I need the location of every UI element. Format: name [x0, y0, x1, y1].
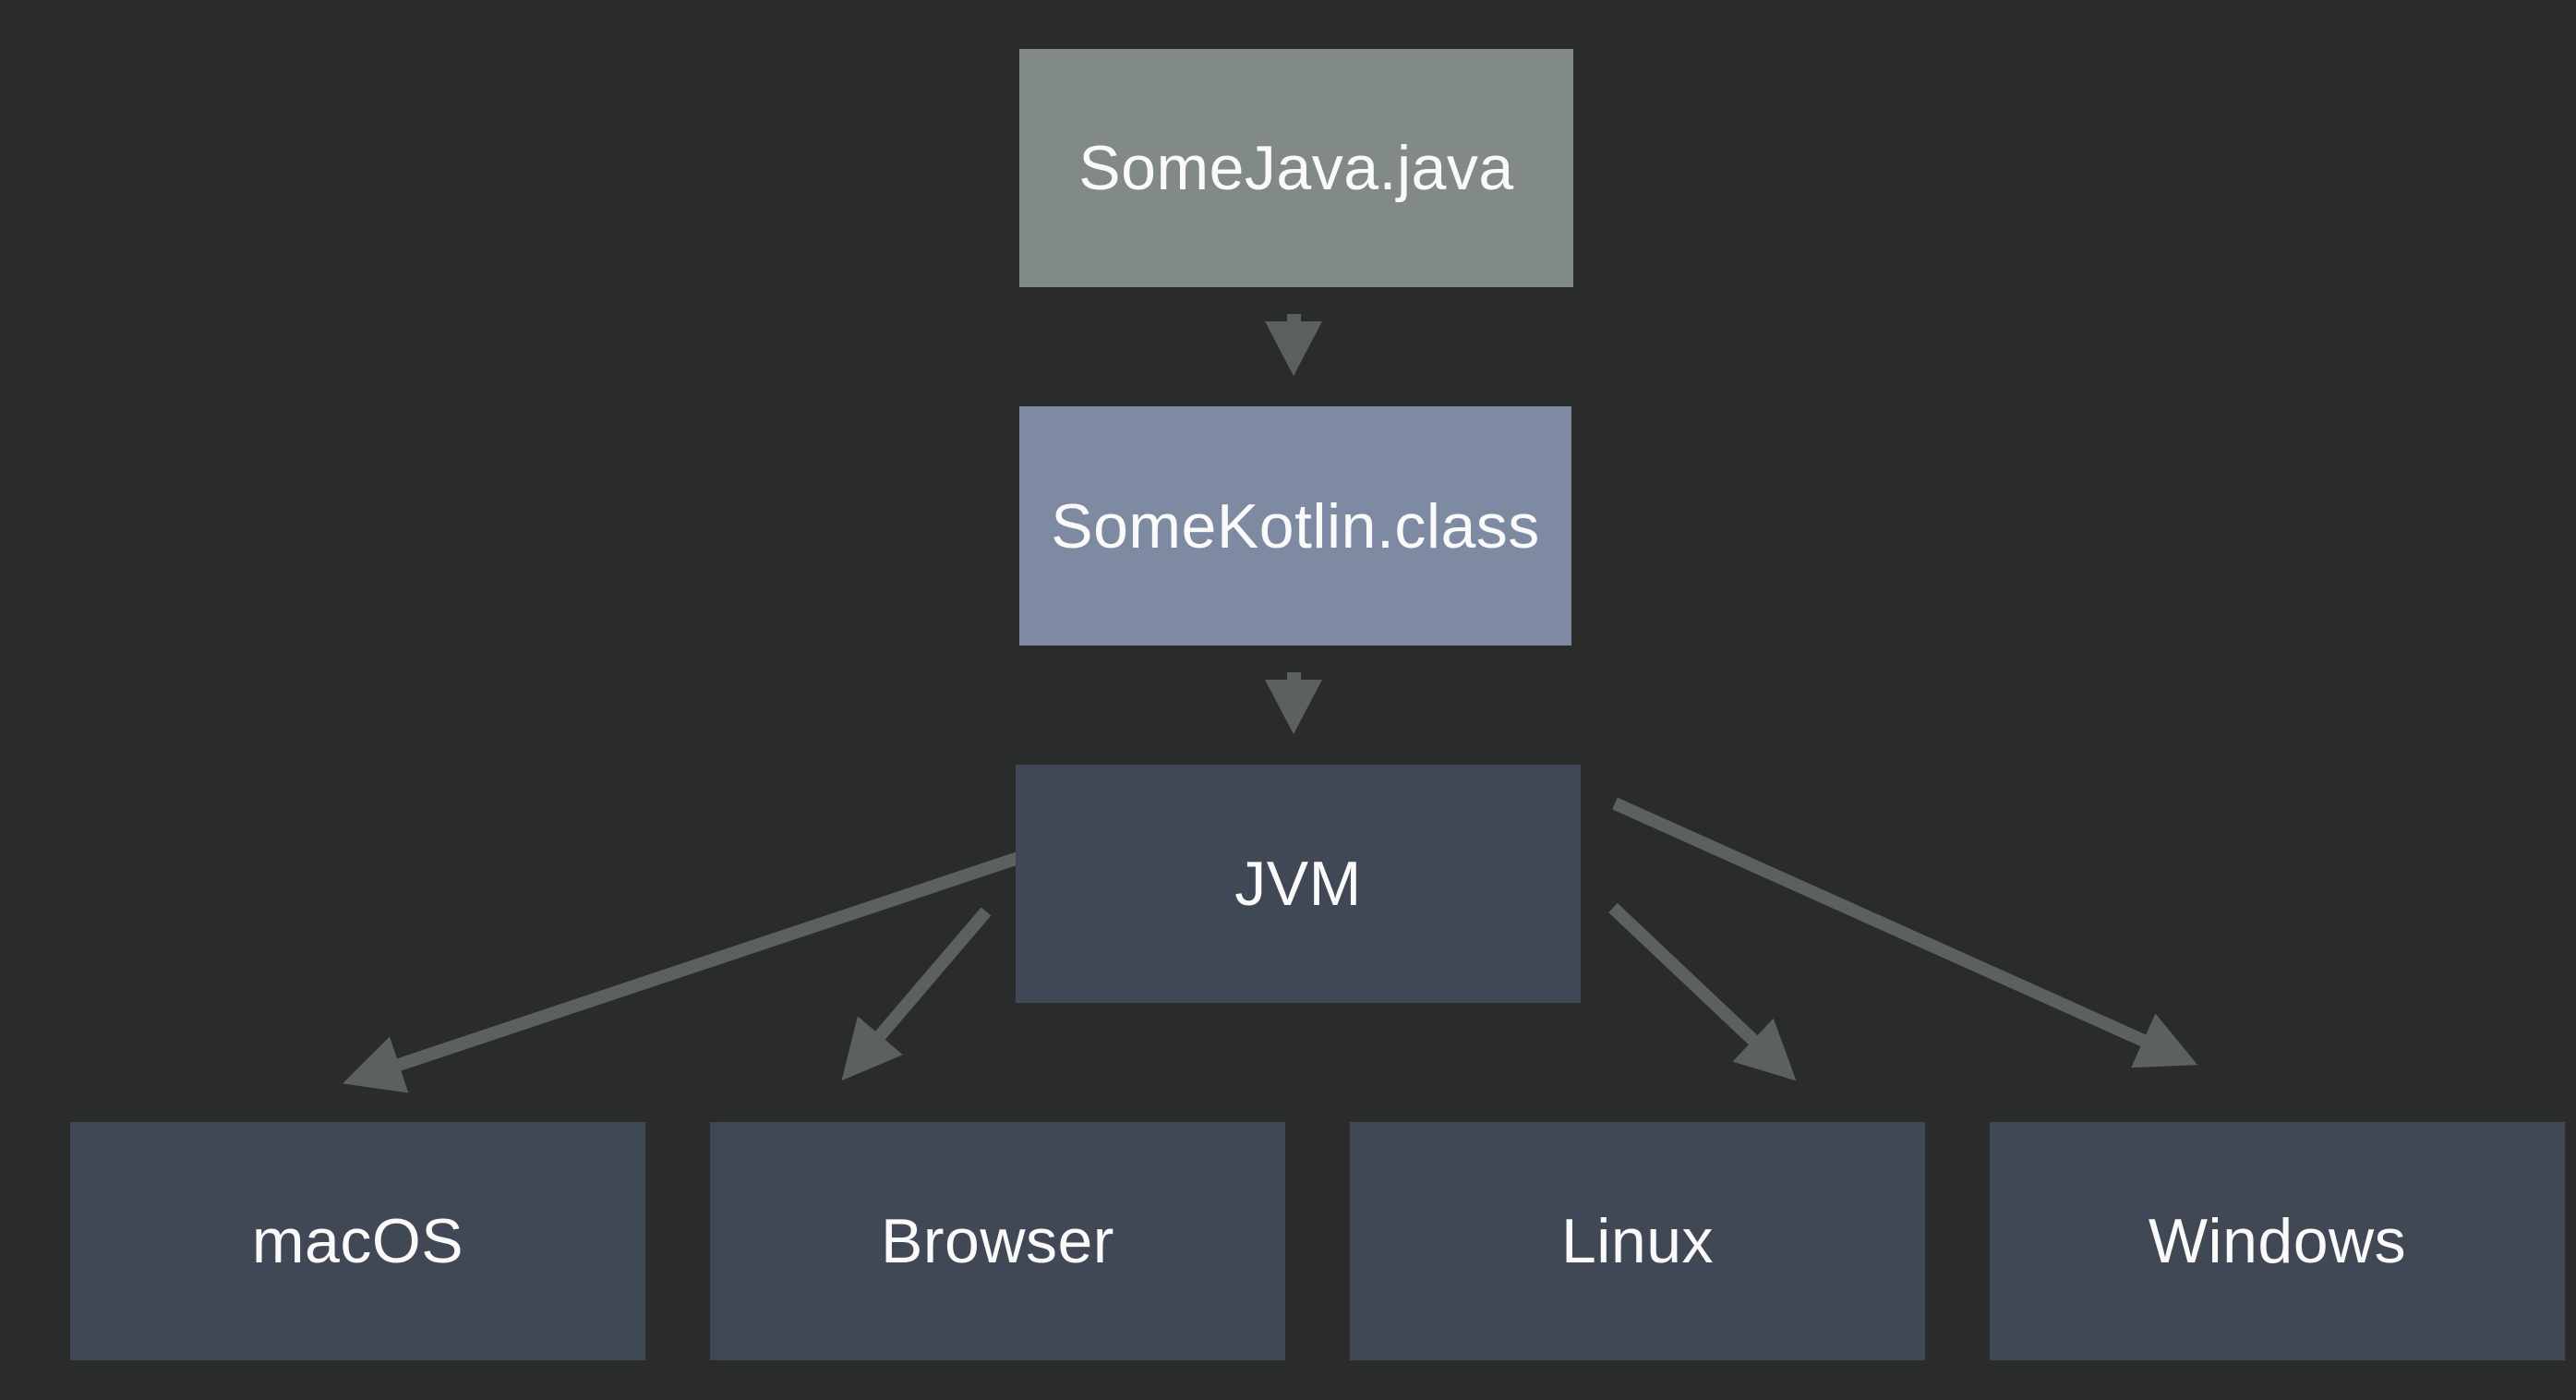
- node-linux: Linux: [1350, 1122, 1925, 1360]
- node-windows: Windows: [1990, 1122, 2565, 1360]
- node-jvm-label: JVM: [1234, 849, 1362, 919]
- node-browser-label: Browser: [881, 1206, 1114, 1276]
- arrow-kotlin-to-jvm-icon: [1265, 672, 1322, 734]
- node-jvm: JVM: [1016, 765, 1581, 1003]
- arrow-jvm-to-linux-icon: [1608, 902, 1797, 1081]
- node-somejava: SomeJava.java: [1019, 49, 1573, 287]
- arrow-jvm-to-browser-icon: [841, 907, 992, 1081]
- node-somekotlin: SomeKotlin.class: [1019, 406, 1571, 646]
- node-somekotlin-label: SomeKotlin.class: [1051, 490, 1540, 561]
- node-somejava-label: SomeJava.java: [1078, 133, 1514, 203]
- arrow-jvm-to-macos-icon: [343, 843, 1046, 1093]
- node-browser: Browser: [710, 1122, 1285, 1360]
- arrow-java-to-kotlin-icon: [1265, 314, 1322, 376]
- node-linux-label: Linux: [1560, 1206, 1715, 1276]
- node-macos-label: macOS: [251, 1206, 464, 1276]
- node-windows-label: Windows: [2148, 1206, 2407, 1276]
- node-macos: macOS: [70, 1122, 645, 1360]
- arrow-jvm-to-windows-icon: [1612, 797, 2198, 1068]
